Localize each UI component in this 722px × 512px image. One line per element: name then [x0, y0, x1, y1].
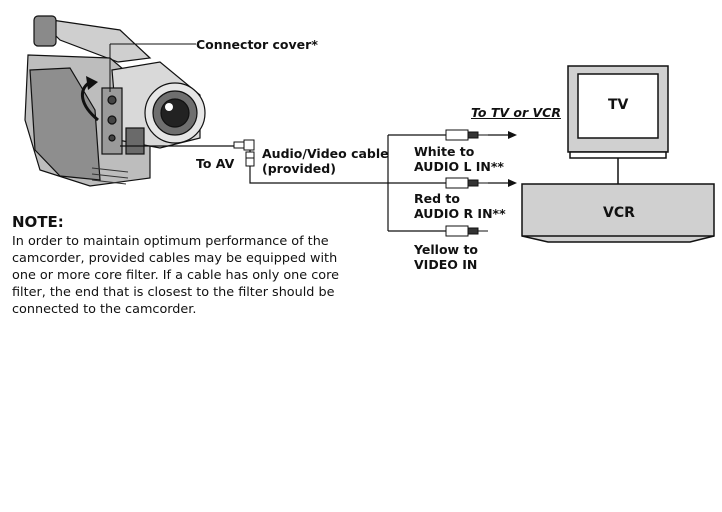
arrow-to-vcr [488, 179, 517, 187]
to-tv-or-vcr-label: To TV or VCR [471, 105, 561, 120]
cable-label-line2: (provided) [262, 161, 336, 176]
connector-cover-label: Connector cover* [196, 37, 318, 52]
arrow-to-tv [488, 131, 517, 139]
to-av-label: To AV [196, 156, 235, 171]
white-rca-plug [445, 129, 488, 141]
note-body: In order to maintain optimum performance… [12, 234, 339, 317]
vcr-illustration [521, 183, 715, 243]
vcr-label: VCR [603, 205, 635, 221]
yellow-label-line2: VIDEO IN [414, 257, 478, 272]
note-heading: NOTE: [12, 213, 64, 231]
tv-label: TV [608, 97, 629, 113]
cable-label-line1: Audio/Video cable [262, 146, 389, 161]
yellow-rca-plug [445, 225, 488, 237]
red-label-line2: AUDIO R IN** [414, 206, 506, 221]
av-cable [249, 134, 446, 232]
av-mini-plug [233, 139, 255, 167]
yellow-label-line1: Yellow to [414, 242, 479, 257]
white-label-line2: AUDIO L IN** [414, 159, 504, 174]
camcorder-illustration [24, 15, 206, 187]
red-label-line1: Red to [414, 191, 460, 206]
tv-illustration [567, 65, 669, 184]
red-rca-plug [445, 177, 488, 189]
white-label-line1: White to [414, 144, 475, 159]
